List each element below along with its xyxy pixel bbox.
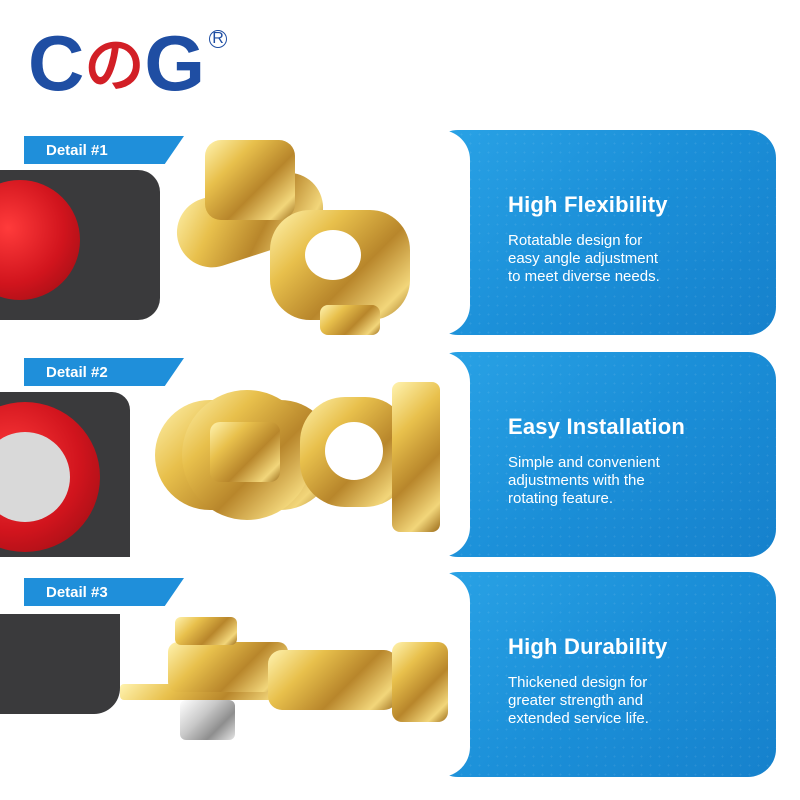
clamp-barrel bbox=[268, 650, 398, 710]
feature-title-1: High Flexibility bbox=[508, 192, 668, 217]
detail-panel-1: Detail #1 High Flexibility Rotatable des… bbox=[0, 130, 776, 335]
feature-title-2: Easy Installation bbox=[508, 414, 686, 439]
registered-mark-icon: R bbox=[209, 30, 228, 48]
feature-card-2 bbox=[430, 352, 776, 557]
clamp-screw bbox=[392, 382, 440, 532]
red-knob bbox=[0, 180, 80, 300]
steel-nut bbox=[180, 700, 235, 740]
feature-text-2: Easy Installation Simple and convenient … bbox=[508, 352, 768, 508]
hex-nut-top bbox=[175, 617, 237, 645]
clamp-hole bbox=[305, 230, 361, 280]
logo-letter-c: C bbox=[28, 19, 84, 107]
feature-text-3: High Durability Thickened design for gre… bbox=[508, 572, 768, 728]
product-photo-2 bbox=[0, 352, 470, 557]
feature-text-1: High Flexibility Rotatable design for ea… bbox=[508, 130, 768, 286]
brand-logo: C の G R bbox=[28, 19, 228, 107]
clamp-hole bbox=[325, 422, 383, 480]
detail-badge-1: Detail #1 bbox=[24, 136, 184, 164]
feature-card-1 bbox=[430, 130, 776, 335]
knob-face bbox=[0, 432, 70, 522]
switch-body bbox=[0, 392, 130, 557]
logo-letter-no: の bbox=[84, 32, 144, 99]
feature-description-2: Simple and convenient adjustments with t… bbox=[508, 454, 660, 507]
product-photo-1 bbox=[0, 130, 470, 335]
hex-bolt-head bbox=[210, 422, 280, 482]
hex-nut bbox=[205, 140, 295, 220]
feature-description-1: Rotatable design for easy angle adjustme… bbox=[508, 232, 660, 285]
feature-card-3 bbox=[430, 572, 776, 777]
clamp-bolt bbox=[320, 305, 380, 335]
side-nut bbox=[392, 642, 448, 722]
product-photo-3 bbox=[0, 572, 470, 777]
feature-description-3: Thickened design for greater strength an… bbox=[508, 674, 649, 727]
detail-panel-3: Detail #3 High Durability Thickened desi… bbox=[0, 572, 776, 777]
detail-badge-3: Detail #3 bbox=[24, 578, 184, 606]
switch-body bbox=[0, 614, 120, 714]
switch-body bbox=[0, 170, 160, 320]
feature-title-3: High Durability bbox=[508, 634, 668, 659]
detail-badge-2: Detail #2 bbox=[24, 358, 184, 386]
logo-letter-g: G bbox=[144, 19, 205, 107]
detail-panel-2: Detail #2 Easy Installation Simple and c… bbox=[0, 352, 776, 557]
